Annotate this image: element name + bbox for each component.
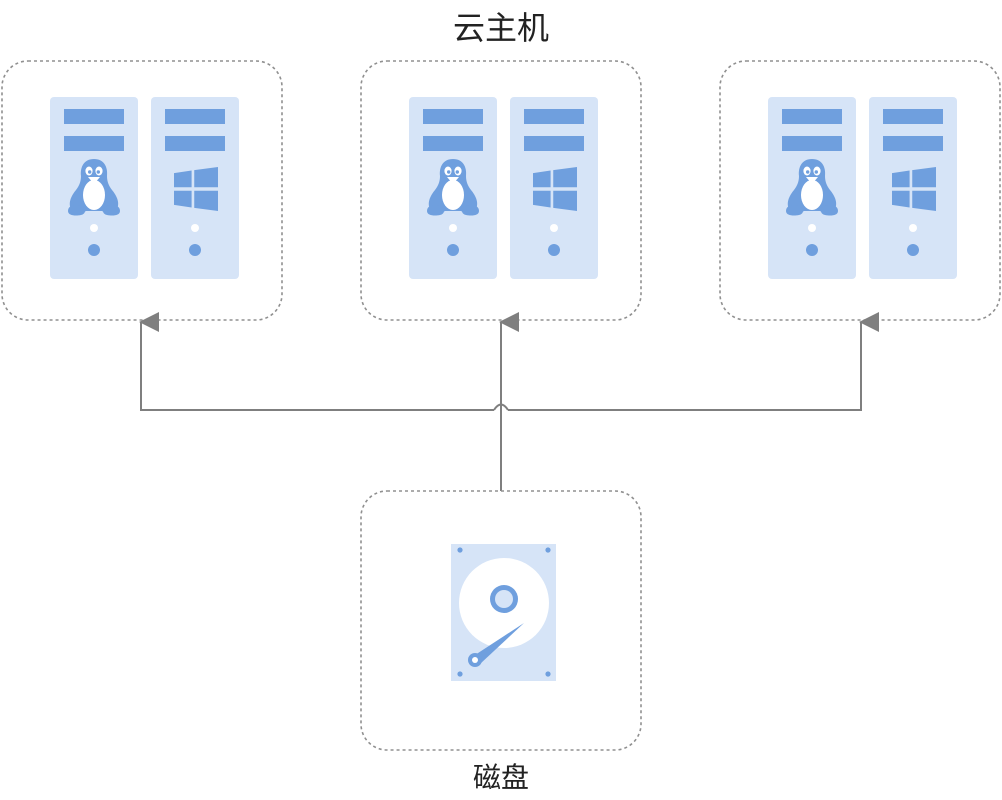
host-box-border	[719, 60, 1001, 321]
host-box-border	[1, 60, 283, 321]
windows-server-icon	[151, 97, 239, 279]
linux-server-icon	[768, 97, 856, 279]
connector-right	[508, 312, 879, 411]
host-box-border	[360, 60, 642, 321]
hard-disk-icon	[451, 544, 556, 681]
host-box-3	[719, 60, 1001, 321]
disk-box-border	[360, 490, 642, 751]
connector-lines	[139, 312, 879, 491]
cloud-host-title: 云主机	[452, 9, 549, 47]
disk-label: 磁盘	[472, 761, 529, 794]
disk-box	[360, 490, 642, 751]
connector-left	[139, 312, 494, 411]
host-box-2	[360, 60, 642, 321]
linux-server-icon	[409, 97, 497, 279]
windows-server-icon	[869, 97, 957, 279]
windows-server-icon	[510, 97, 598, 279]
linux-server-icon	[50, 97, 138, 279]
host-box-1	[1, 60, 283, 321]
